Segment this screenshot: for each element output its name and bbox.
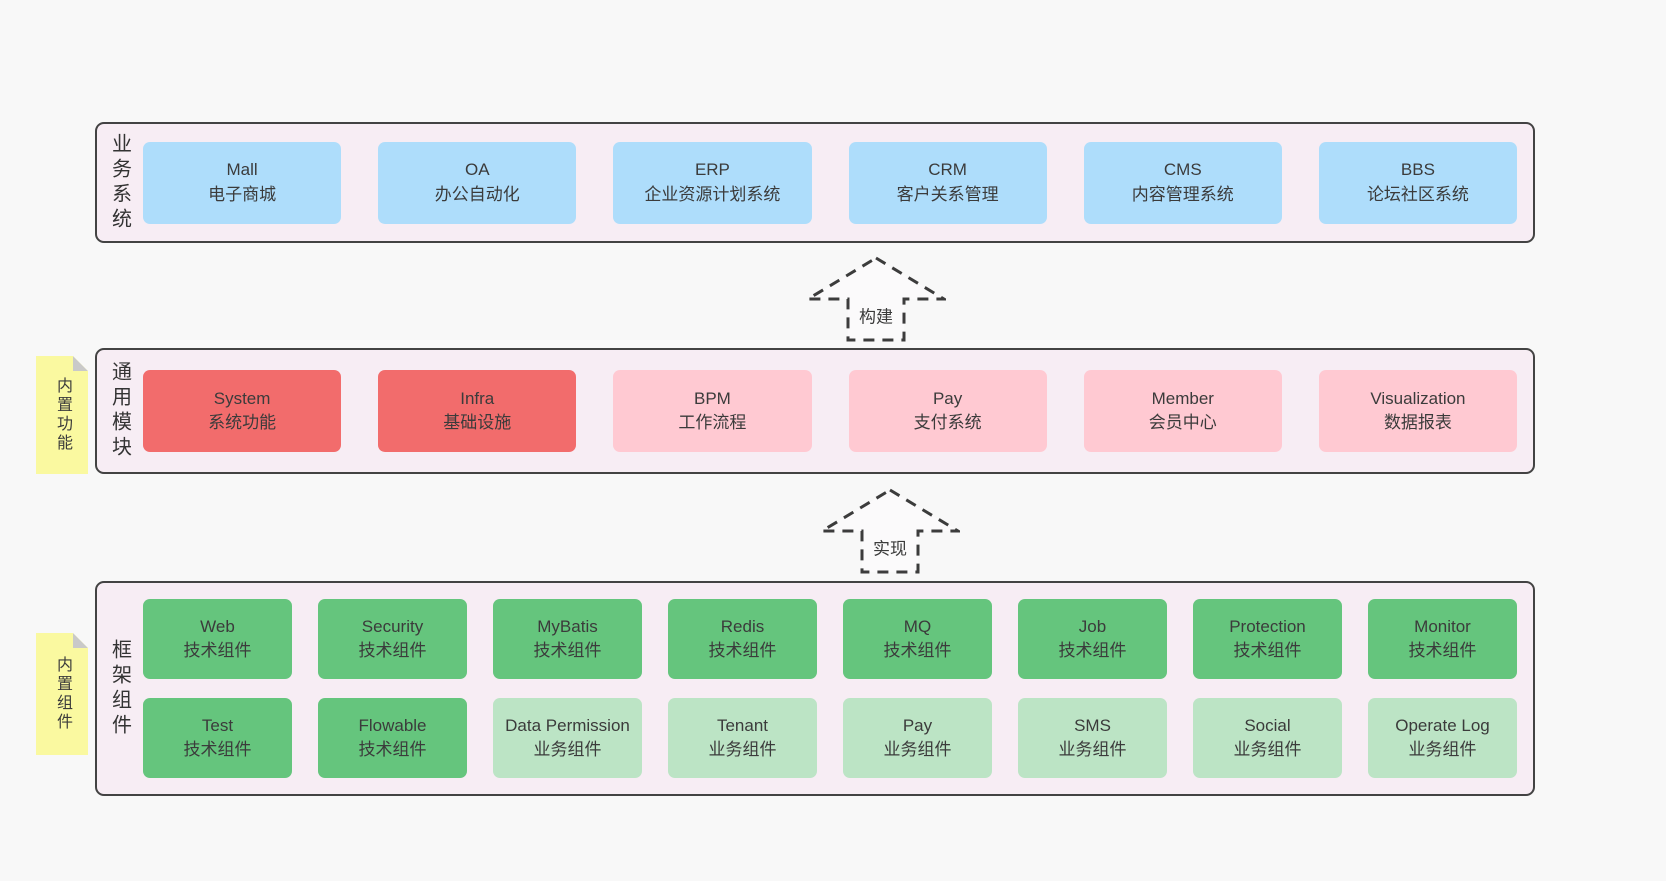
layer-label-business: 业务系统: [108, 132, 131, 233]
fold-corner-icon: [73, 356, 88, 371]
dashed-up-arrow-icon: [820, 488, 960, 574]
arrow-implement-label: 实现: [870, 534, 910, 560]
arrow-build: 构建: [806, 255, 946, 343]
layer-label-components: 框架组件: [108, 638, 131, 739]
tag-built-in-features: 内置功能: [36, 356, 88, 474]
arrow-build-label: 构建: [856, 302, 896, 328]
dashed-up-arrow-icon: [806, 256, 946, 342]
layer-label-modules: 通用模块: [108, 361, 131, 461]
arrow-implement: 实现: [820, 487, 960, 575]
fold-corner-icon: [73, 633, 88, 648]
tag-built-in-components: 内置组件: [36, 633, 88, 755]
